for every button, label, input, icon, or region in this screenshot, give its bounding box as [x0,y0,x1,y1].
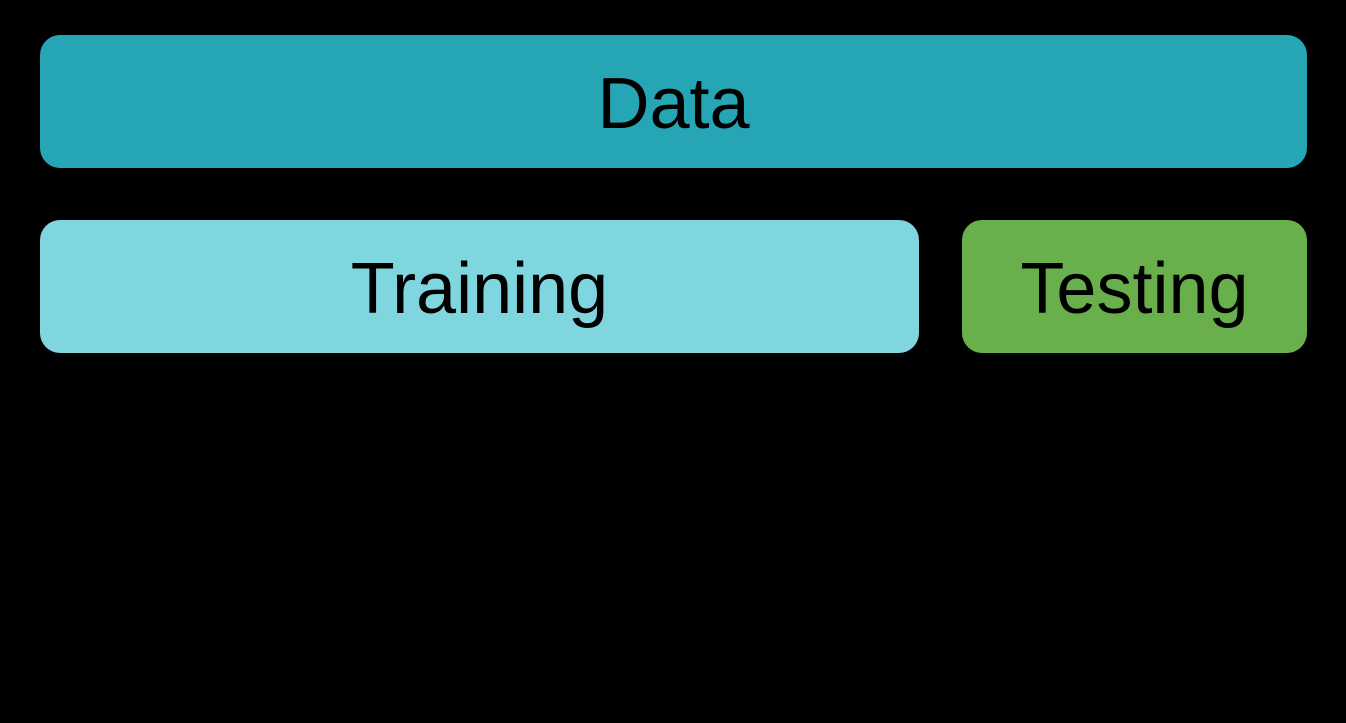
testing-node-label: Testing [1020,248,1249,329]
testing-node: Testing [962,220,1307,353]
data-node: Data [40,35,1307,168]
training-node-label: Training [350,248,609,329]
training-node: Training [40,220,919,353]
data-node-label: Data [597,63,750,144]
